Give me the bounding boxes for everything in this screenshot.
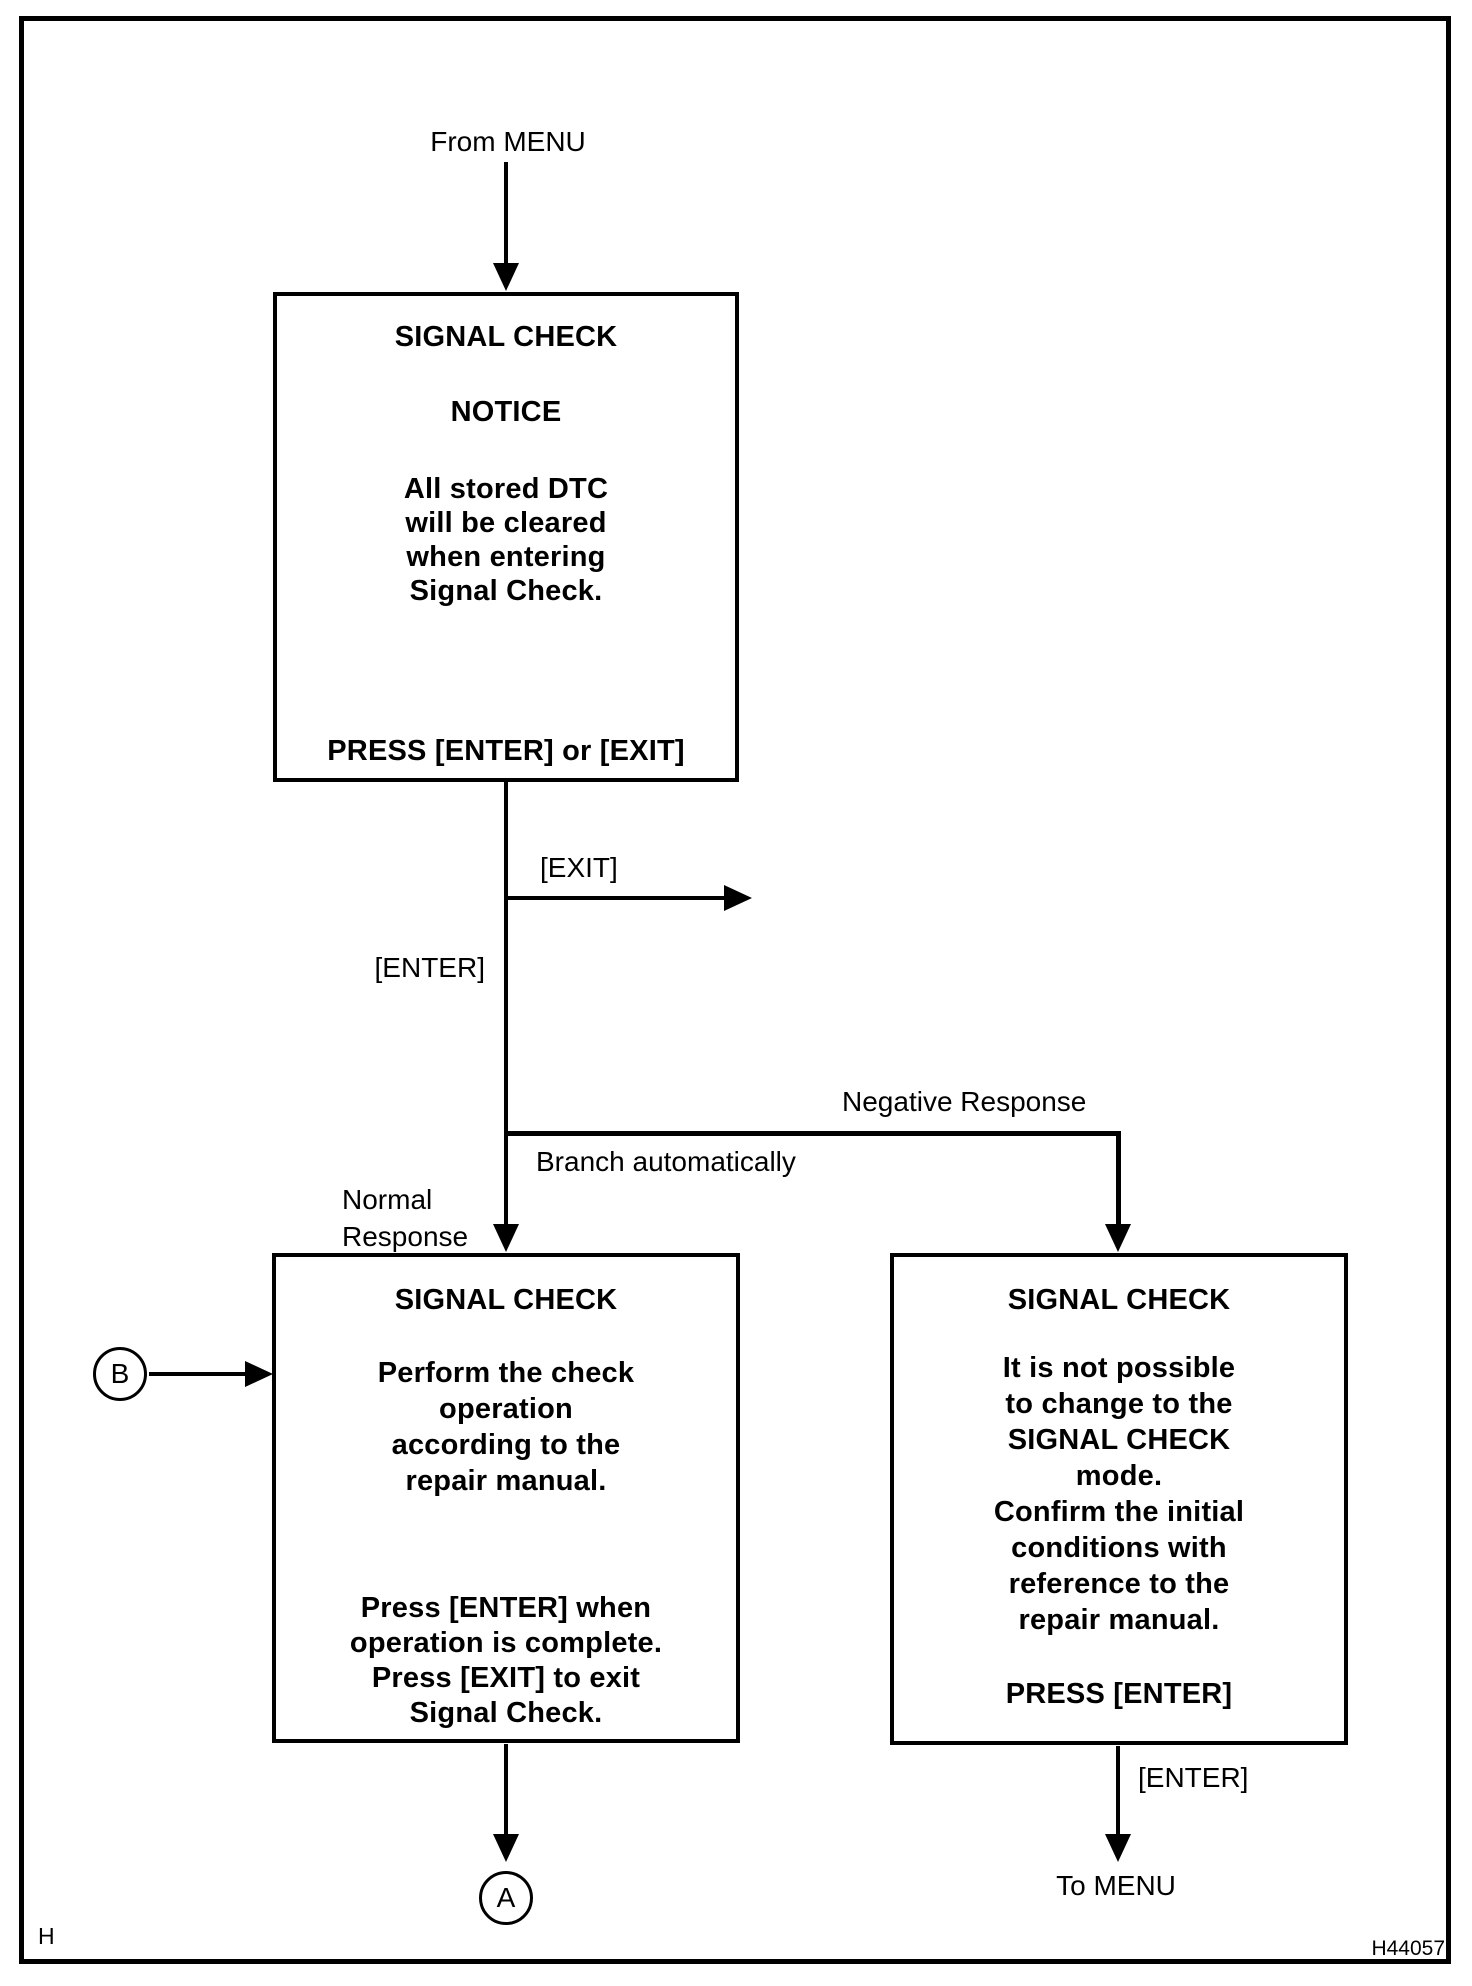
- to-menu-label: To MENU: [1056, 1870, 1176, 1901]
- negative-response-label: Negative Response: [842, 1086, 1087, 1117]
- arrowhead-down-icon: [493, 263, 519, 291]
- exit-edge-label: [EXIT]: [540, 852, 618, 883]
- box-subtitle: NOTICE: [450, 396, 562, 428]
- flow-line-from-menu: [504, 162, 508, 264]
- from-menu-label: From MENU: [430, 126, 586, 157]
- box-body-line: Signal Check.: [409, 575, 603, 607]
- box-body-line: Confirm the initial: [993, 1496, 1245, 1528]
- branch-automatically-label: Branch automatically: [536, 1146, 796, 1177]
- box-footer-line: Press [ENTER] when: [360, 1592, 652, 1624]
- arrowhead-down-icon: [1105, 1834, 1131, 1862]
- box-body-line: mode.: [1075, 1460, 1163, 1492]
- box-body-line: It is not possible: [1002, 1352, 1236, 1384]
- box-body-line: will be cleared: [405, 507, 607, 539]
- connector-a-label: A: [496, 1882, 516, 1913]
- corner-mark: H: [38, 1923, 55, 1949]
- signal-check-normal-box: SIGNAL CHECK Perform the check operation…: [272, 1253, 740, 1743]
- connector-a: A: [479, 1871, 533, 1925]
- flow-line-connector-a: [504, 1744, 508, 1834]
- connector-b: B: [93, 1347, 147, 1401]
- signal-check-negative-box: SIGNAL CHECK It is not possible to chang…: [890, 1253, 1348, 1745]
- enter-edge-label: [ENTER]: [374, 952, 485, 983]
- box-body-line: repair manual.: [1018, 1604, 1220, 1636]
- enter-bottom-edge-label: [ENTER]: [1138, 1762, 1249, 1793]
- box-body-line: according to the: [391, 1429, 621, 1461]
- box-body-line: All stored DTC: [403, 473, 609, 505]
- outer-border: [19, 16, 1451, 1964]
- box-body-line: to change to the: [1005, 1388, 1233, 1420]
- arrowhead-down-icon: [493, 1224, 519, 1252]
- box-body-line: when entering: [406, 541, 606, 573]
- box-footer: PRESS [ENTER]: [1005, 1678, 1233, 1710]
- box-body-line: conditions with: [1011, 1532, 1227, 1564]
- signal-check-notice-box: SIGNAL CHECK NOTICE All stored DTC will …: [273, 292, 739, 782]
- box-body-line: SIGNAL CHECK: [1007, 1424, 1231, 1456]
- box-body-line: Perform the check: [377, 1357, 635, 1389]
- connector-b-label: B: [110, 1358, 130, 1389]
- arrowhead-right-icon: [245, 1361, 273, 1387]
- box-title: SIGNAL CHECK: [1007, 1284, 1231, 1316]
- box-footer-line: operation is complete.: [349, 1627, 663, 1659]
- box-body: It is not possible to change to the SIGN…: [894, 1350, 1344, 1638]
- box-body-line: repair manual.: [405, 1465, 607, 1497]
- box-footer: PRESS [ENTER] or [EXIT]: [327, 735, 685, 767]
- flow-line-to-menu: [1116, 1746, 1120, 1834]
- flow-line-connector-b: [149, 1372, 245, 1376]
- box-body-line: reference to the: [1008, 1568, 1230, 1600]
- flow-line-exit: [506, 896, 724, 900]
- arrowhead-right-icon: [724, 885, 752, 911]
- box-footer-line: Signal Check.: [409, 1697, 603, 1729]
- box-title: SIGNAL CHECK: [394, 1284, 618, 1316]
- box-footer-line: Press [EXIT] to exit: [371, 1662, 641, 1694]
- arrowhead-down-icon: [493, 1834, 519, 1862]
- box-body: All stored DTC will be cleared when ente…: [277, 472, 735, 608]
- arrowhead-down-icon: [1105, 1224, 1131, 1252]
- flow-line-negative: [1116, 1131, 1121, 1224]
- normal-response-label: Normal Response: [342, 1184, 469, 1252]
- box-body-line: operation: [439, 1393, 573, 1425]
- flow-line-branch: [504, 1131, 1121, 1136]
- box-footer: Press [ENTER] when operation is complete…: [276, 1591, 736, 1731]
- figure-number: H44057: [1371, 1937, 1445, 1960]
- box-title: SIGNAL CHECK: [394, 321, 618, 353]
- flow-line-main: [504, 782, 508, 1224]
- box-body: Perform the check operation according to…: [276, 1355, 736, 1499]
